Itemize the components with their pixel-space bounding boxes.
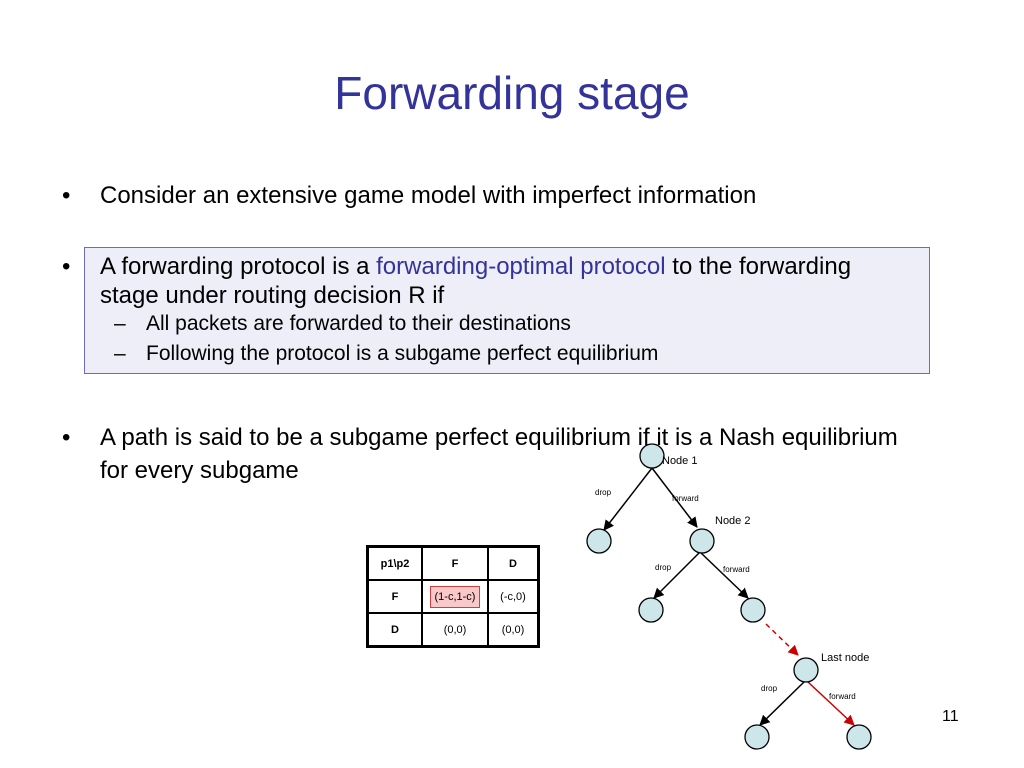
table-cell: (0,0) [421,612,489,648]
edge-last-forward [807,681,855,726]
sub-bullet-all-forwarded: – All packets are forwarded to their des… [114,311,571,337]
sub-bullet-spe: – Following the protocol is a subgame pe… [114,341,659,367]
table-header-cell: p1\p2 [366,545,423,581]
table-cell: (-c,0) [487,579,540,614]
edge-node1-drop [603,467,653,531]
table-cell: (0,0) [487,612,540,648]
bullet-extensive-game: • Consider an extensive game model with … [62,181,980,210]
label-forward: forward [672,494,699,503]
bullet-path-spe: • A path is said to be a subgame perfect… [62,421,930,487]
label-drop: drop [761,684,778,693]
table-row: D (0,0) (0,0) [366,612,540,648]
bullet-dot: • [62,424,71,451]
highlighted-equilibrium-cell: (1-c,1-c) [429,585,481,608]
edge-dashed-path [765,623,799,656]
label-drop: drop [655,563,672,572]
tree-node-3 [740,597,766,623]
table-cell: (1-c,1-c) [421,579,489,614]
tree-node-leaf [638,597,664,623]
bullet-text: A path is said to be a subgame perfect e… [100,424,898,484]
tree-nodes [586,443,872,750]
table-row: p1\p2 F D [366,545,540,581]
label-node1: Node 1 [662,455,697,467]
edge-node1-forward [651,467,698,528]
table-header-cell: F [421,545,489,581]
bullet-definition: • A forwarding protocol is a forwarding-… [62,252,900,310]
label-forward: forward [723,565,750,574]
sub-bullet-dash: – [114,342,126,365]
tree-node-leaf [586,528,612,554]
table-row-label: D [366,612,423,648]
label-drop: drop [595,488,612,497]
highlight-term: forwarding-optimal protocol [376,253,666,280]
sub-bullet-text: Following the protocol is a subgame perf… [146,342,659,365]
edge-node2-drop [653,551,701,599]
edge-last-drop [759,681,805,726]
sub-bullet-dash: – [114,312,126,335]
slide-title: Forwarding stage [334,67,690,119]
bullet-dot: • [62,182,71,209]
tree-node-root [639,443,665,469]
page-number: 11 [942,708,959,725]
definition-box [84,247,930,374]
label-last-node: Last node [821,652,869,664]
tree-node-leaf [846,724,872,750]
tree-node-last [793,657,819,683]
payoff-matrix: p1\p2 F D F (1-c,1-c) (-c,0) D (0,0) (0,… [366,545,540,648]
table-header-cell: D [487,545,540,581]
tree-node-2 [689,528,715,554]
table-row: F (1-c,1-c) (-c,0) [366,579,540,614]
table-row-label: F [366,579,423,614]
sub-bullet-text: All packets are forwarded to their desti… [146,312,571,335]
edge-node2-forward [699,551,749,599]
tree-node-leaf [744,724,770,750]
label-forward: forward [829,692,856,701]
bullet-text-pre: A forwarding protocol is a [100,253,377,280]
bullet-text-post: to the forwarding stage under routing de… [100,253,852,309]
bullet-dot: • [62,253,71,280]
label-node2: Node 2 [715,515,750,527]
bullet-text: Consider an extensive game model with im… [100,182,757,209]
